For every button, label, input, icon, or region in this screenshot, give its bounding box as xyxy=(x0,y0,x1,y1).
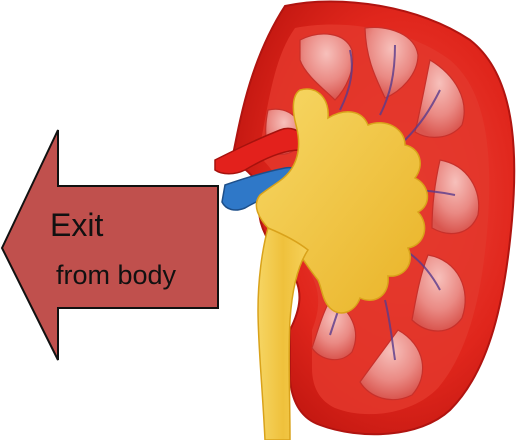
arrow-label-exit: Exit xyxy=(50,207,103,243)
arrow-label-from-body: from body xyxy=(56,260,177,290)
